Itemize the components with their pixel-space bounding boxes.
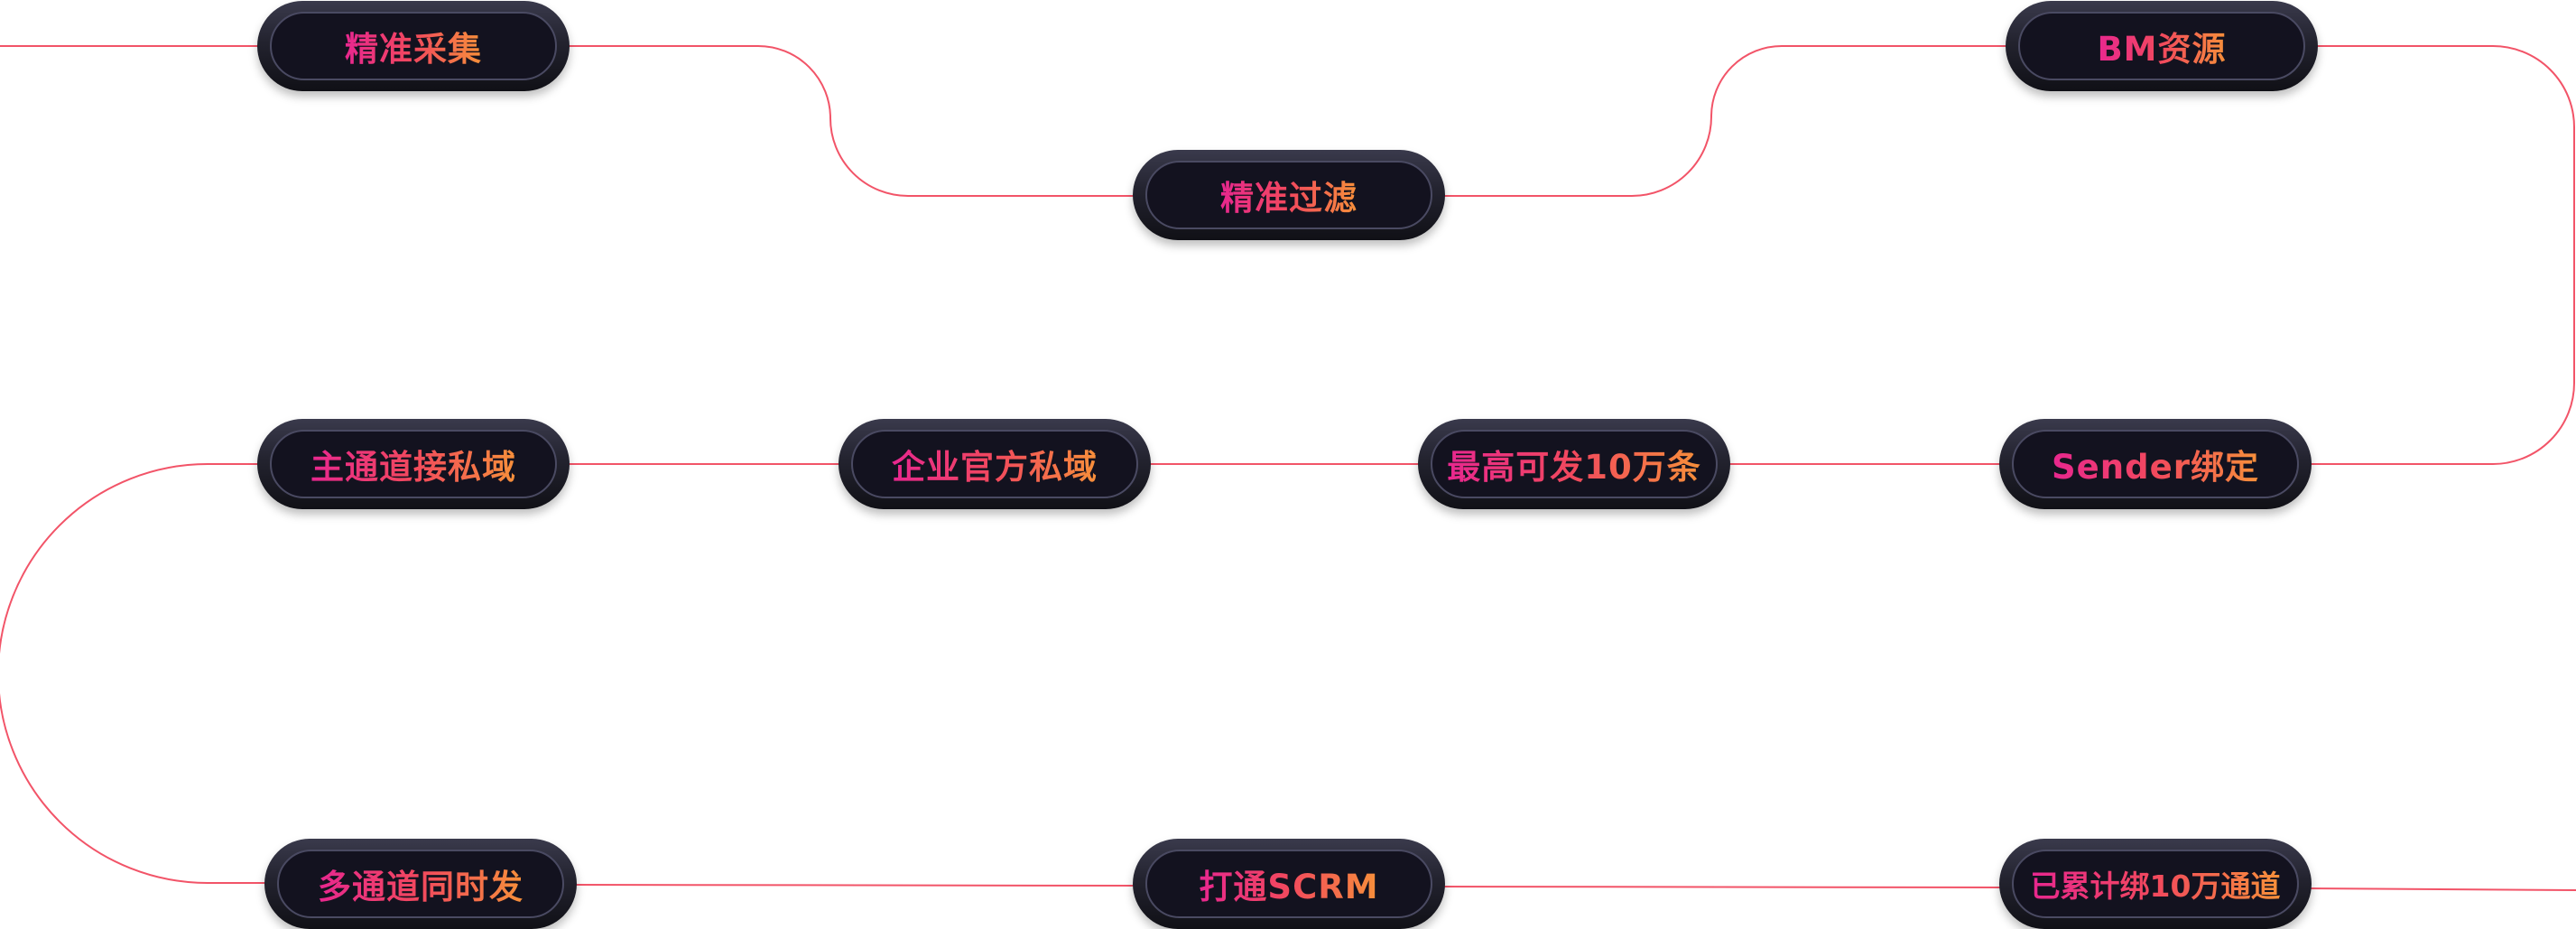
connector-main-multi <box>0 463 271 884</box>
node-pill-inner: 企业官方私域 <box>851 430 1138 498</box>
node-enterprise-private: 企业官方私域 <box>839 419 1151 509</box>
node-label: Sender绑定 <box>2052 440 2259 488</box>
node-label: 已累计绑10万通道 <box>2031 862 2281 906</box>
node-multi-channel: 多通道同时发 <box>264 839 577 929</box>
node-label: 精准过滤 <box>1220 171 1357 219</box>
node-pill-inner: 最高可发10万条 <box>1431 430 1718 498</box>
node-pill-inner: 已累计绑10万通道 <box>2012 850 2299 918</box>
connector-collection-filter <box>560 45 1137 197</box>
node-label: 企业官方私域 <box>892 440 1098 488</box>
node-label: 多通道同时发 <box>318 859 524 908</box>
node-pill-inner: 主通道接私域 <box>270 430 557 498</box>
node-label: 打通SCRM <box>1199 859 1378 908</box>
node-label: 精准采集 <box>345 22 482 70</box>
node-pill-inner: BM资源 <box>2018 12 2305 80</box>
node-bound-100k-channels: 已累计绑10万通道 <box>1999 839 2312 929</box>
node-precise-collection: 精准采集 <box>257 1 570 91</box>
node-label: 主通道接私域 <box>310 440 516 488</box>
node-label: 最高可发10万条 <box>1447 440 1701 488</box>
connector-bm-sender <box>2306 45 2575 465</box>
connector-filter-bm <box>1440 45 2022 197</box>
node-main-channel-private: 主通道接私域 <box>257 419 570 509</box>
node-sender-binding: Sender绑定 <box>1999 419 2312 509</box>
node-pill-inner: 多通道同时发 <box>277 850 564 918</box>
node-pill-inner: Sender绑定 <box>2012 430 2299 498</box>
node-pill-inner: 精准过滤 <box>1145 161 1432 229</box>
node-bm-resources: BM资源 <box>2006 1 2318 91</box>
node-pill-inner: 精准采集 <box>270 12 557 80</box>
node-max-100k: 最高可发10万条 <box>1418 419 1730 509</box>
node-pill-inner: 打通SCRM <box>1145 850 1432 918</box>
node-label: BM资源 <box>2097 22 2226 70</box>
connector-exit <box>2305 887 2576 891</box>
connector-multi-scrm <box>563 884 1138 887</box>
node-precise-filter: 精准过滤 <box>1133 150 1445 240</box>
node-scrm: 打通SCRM <box>1133 839 1445 929</box>
